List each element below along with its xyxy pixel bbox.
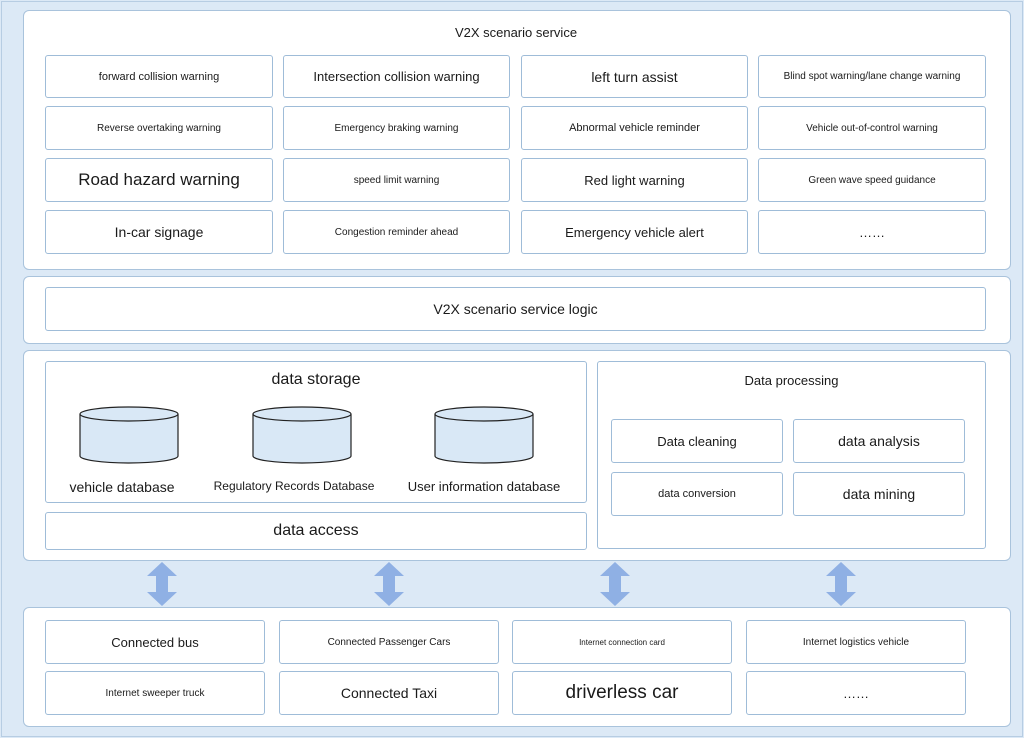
double-arrow-icon — [147, 562, 177, 606]
vehicle-item: Connected Taxi — [279, 671, 499, 715]
scenario-item: speed limit warning — [283, 158, 510, 202]
vehicle-item: Internet sweeper truck — [45, 671, 265, 715]
vehicle-item: Internet logistics vehicle — [746, 620, 966, 664]
vehicle-item: driverless car — [512, 671, 732, 715]
data-storage-title: data storage — [271, 371, 361, 388]
database-label: vehicle database — [69, 479, 175, 495]
double-arrow-icon — [600, 562, 630, 606]
database-label: Regulatory Records Database — [213, 479, 375, 493]
scenario-item: left turn assist — [521, 55, 748, 98]
vehicle-item: …… — [746, 671, 966, 715]
double-arrow-icon — [826, 562, 856, 606]
scenario-item: Green wave speed guidance — [758, 158, 986, 202]
vehicle-item: Connected bus — [45, 620, 265, 664]
database-cylinder-icon — [252, 406, 352, 464]
scenario-item: Congestion reminder ahead — [283, 210, 510, 254]
scenario-item: forward collision warning — [45, 55, 273, 98]
database-cylinder-icon — [79, 406, 179, 464]
database-cylinder-icon — [434, 406, 534, 464]
scenario-item: Abnormal vehicle reminder — [521, 106, 748, 150]
scenario-item: Intersection collision warning — [283, 55, 510, 98]
processing-item: data conversion — [611, 472, 783, 516]
database-label: User information database — [407, 479, 561, 494]
scenario-item: Road hazard warning — [45, 158, 273, 202]
scenario-item: Blind spot warning/lane change warning — [758, 55, 986, 98]
processing-item: data analysis — [793, 419, 965, 463]
scenario-item: Red light warning — [521, 158, 748, 202]
service-logic-box: V2X scenario service logic — [45, 287, 986, 331]
processing-item: Data cleaning — [611, 419, 783, 463]
double-arrow-icon — [374, 562, 404, 606]
data-processing-title: Data processing — [744, 373, 839, 388]
data-access-box: data access — [45, 512, 587, 550]
scenario-item: Vehicle out-of-control warning — [758, 106, 986, 150]
scenario-item: …… — [758, 210, 986, 254]
vehicle-item: Connected Passenger Cars — [279, 620, 499, 664]
scenario-service-title: V2X scenario service — [454, 25, 578, 40]
scenario-item: Reverse overtaking warning — [45, 106, 273, 150]
scenario-item: Emergency braking warning — [283, 106, 510, 150]
vehicle-item: Internet connection card — [512, 620, 732, 664]
scenario-item: Emergency vehicle alert — [521, 210, 748, 254]
scenario-item: In-car signage — [45, 210, 273, 254]
processing-item: data mining — [793, 472, 965, 516]
